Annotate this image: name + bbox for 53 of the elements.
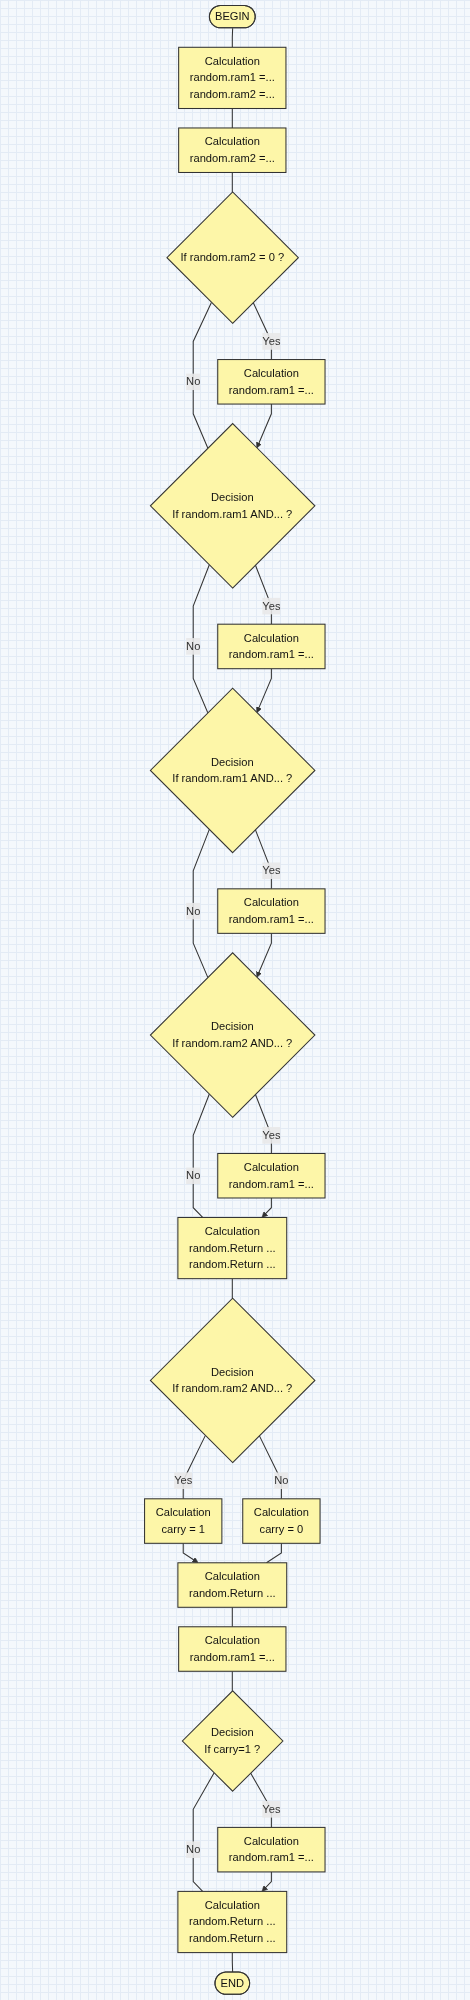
connector	[192, 1093, 210, 1218]
arrow	[256, 403, 273, 449]
edge-label: No	[186, 1169, 201, 1182]
node-box: Calculation random.ram1 =...	[217, 1152, 326, 1199]
arrow	[261, 1871, 273, 1892]
node-box: Calculation random.ram1 =...	[217, 623, 326, 670]
connector	[192, 1772, 215, 1892]
node-diamond: Decision If random.ram1 AND... ?	[149, 687, 316, 854]
node-box: Calculation random.ram1 =...	[217, 359, 326, 405]
arrow	[261, 1197, 273, 1218]
node-diamond: Decision If random.ram1 AND... ?	[149, 422, 316, 589]
connector	[255, 564, 273, 625]
arrow	[182, 1542, 199, 1564]
edge-label: Yes	[262, 1129, 281, 1141]
edge-label: No	[274, 1474, 289, 1487]
edge-label: Yes	[262, 1803, 281, 1815]
node-box: Calculation random.ram1 =...	[217, 888, 326, 934]
edge-label: Yes	[174, 1474, 193, 1487]
edge-label: Yes	[262, 599, 281, 612]
node-box: Calculation random.Return ...	[177, 1562, 288, 1608]
edge-label: Yes	[262, 864, 281, 877]
connector	[255, 829, 273, 890]
connector	[192, 301, 213, 449]
node-diamond: Decision If random.ram2 AND... ?	[149, 1297, 316, 1464]
node-box: Calculation random.ram2 =...	[178, 127, 287, 173]
node-diamond: If random.ram2 = 0 ?	[166, 191, 300, 325]
edge-label: No	[186, 375, 201, 388]
connector	[192, 829, 210, 978]
arrow	[256, 932, 273, 978]
connector	[232, 108, 234, 129]
arrow	[256, 668, 273, 713]
node-box: Calculation random.ram1 =... random.ram2 =...	[178, 46, 287, 109]
edge-label: No	[186, 1843, 201, 1856]
connector	[250, 1772, 273, 1828]
node-box: Calculation random.Return ... random.Return ...	[177, 1890, 288, 1954]
node-box: Calculation carry = 0	[242, 1498, 321, 1544]
edge-label: Yes	[262, 335, 281, 348]
node-box: Calculation random.ram1 =...	[217, 1826, 326, 1873]
node-box: Calculation carry = 1	[144, 1498, 223, 1544]
edge-label: No	[186, 904, 201, 917]
edge-label: No	[186, 640, 201, 653]
connector	[232, 1606, 234, 1628]
connector	[232, 1952, 234, 1973]
connector	[192, 564, 210, 714]
connector	[232, 1278, 234, 1299]
node-box: Calculation random.Return ... random.Return ...	[177, 1216, 288, 1280]
connector	[266, 1542, 283, 1564]
node-diamond: Decision If random.ram2 AND... ?	[149, 952, 316, 1119]
node-diamond: Decision If carry=1 ?	[181, 1690, 284, 1792]
connector	[232, 171, 234, 193]
connector	[232, 1670, 234, 1692]
node-box: Calculation random.ram1 =...	[178, 1626, 287, 1672]
connector	[232, 27, 234, 48]
